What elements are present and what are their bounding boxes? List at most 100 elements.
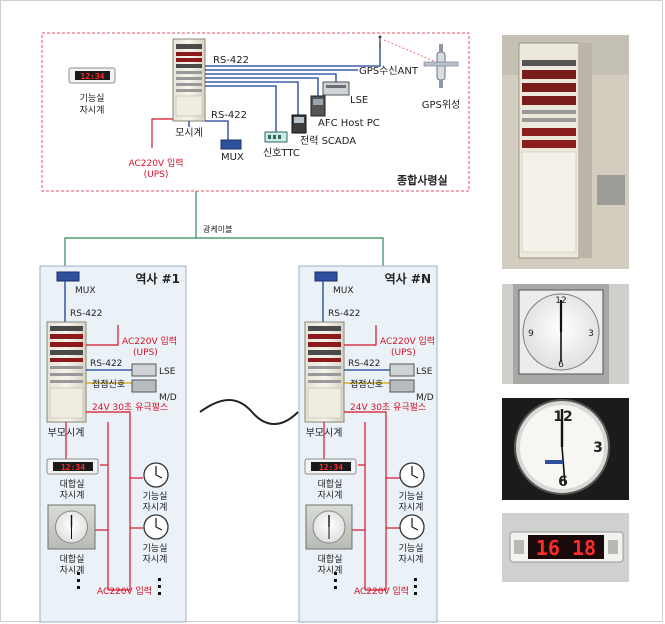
station-n-md-label: M/D xyxy=(416,393,434,403)
station-n-mc2-2: 자시계 xyxy=(399,553,424,565)
station-n-display: 12:34 xyxy=(319,463,343,472)
station-n-ups-2: (UPS) xyxy=(391,348,416,358)
gps-satellite-icon xyxy=(423,44,459,88)
control-rs422-lines xyxy=(188,42,381,140)
ttc-device xyxy=(264,131,288,143)
optical-cable-label: 광케이블 xyxy=(203,224,232,234)
afc-label: AFC Host PC xyxy=(318,118,380,129)
station-1-hall-analog-clock xyxy=(47,504,96,550)
station-1-pulse: 24V 30초 유극펄스 xyxy=(92,401,168,413)
lse-label: LSE xyxy=(350,95,368,106)
station-1-hd-2: 자시계 xyxy=(60,489,85,501)
lse-device xyxy=(322,81,350,96)
station-n-more-dots xyxy=(334,572,417,595)
station-1-ac-bottom: AC220V 입력 xyxy=(97,585,152,597)
control-digital-clock-time: 12:34 xyxy=(80,72,104,81)
control-mux-device xyxy=(220,139,242,150)
photo-clock-1-n6: 6 xyxy=(558,360,564,370)
control-clock-label-2: 자시계 xyxy=(80,104,105,116)
scada-label: 전력 SCADA xyxy=(300,135,356,147)
photo-clock-2-n6: 6 xyxy=(558,474,568,490)
station-n-hall-digital-clock: 12:34 xyxy=(304,458,357,475)
photo-clock-1-n12: 12 xyxy=(555,296,566,306)
station-n-mc1-2: 자시계 xyxy=(399,501,424,513)
photo-digital-clock-time: 16 18 xyxy=(536,536,596,560)
photo-clock-2-n12: 12 xyxy=(553,409,572,425)
photo-clock-2-n3: 3 xyxy=(593,440,603,456)
station-n-machine-clock-1 xyxy=(399,462,425,488)
control-room-border xyxy=(41,32,470,192)
station-n-ac-bottom: AC220V 입력 xyxy=(354,585,409,597)
station-n-ups-1: AC220V 입력 xyxy=(380,335,435,347)
station-1-pulse-line xyxy=(86,411,131,590)
station-1-mux-label: MUX xyxy=(75,286,96,296)
station-1-rs422-b: RS-422 xyxy=(90,359,122,369)
station-n-cabinet xyxy=(304,321,345,423)
station-1-machine-clock-1 xyxy=(143,462,169,488)
gps-satellite-label: GPS위성 xyxy=(422,98,461,111)
station-n: 역사 #N MUX RS-422 부모시계 AC220V 입력 (UPS) RS… xyxy=(298,265,438,623)
station-n-md-device xyxy=(389,379,415,393)
station-n-pulse-line xyxy=(344,411,387,590)
station-1-md-device xyxy=(131,379,157,393)
station-1-hd-1: 대합실 xyxy=(60,479,85,490)
station-n-rs422-a: RS-422 xyxy=(328,309,360,319)
station-n-ha-1: 대합실 xyxy=(318,554,343,565)
station-n-pulse: 24V 30초 유극펄스 xyxy=(350,401,426,413)
photo-clock-1-n9: 9 xyxy=(528,329,534,339)
station-n-ups-line xyxy=(344,325,377,346)
control-digital-clock: 12:34 xyxy=(68,67,116,84)
ellipsis-wave xyxy=(199,399,299,425)
station-n-title: 역사 #N xyxy=(385,271,431,286)
station-n-ha-2: 자시계 xyxy=(318,564,343,576)
station-n-rs422-b: RS-422 xyxy=(348,359,380,369)
station-1-mc1-1: 기능실 xyxy=(143,491,168,502)
station-1-display: 12:34 xyxy=(61,463,85,472)
station-n-hd-2: 자시계 xyxy=(318,489,343,501)
gps-antenna xyxy=(378,35,382,48)
station-1-cabinet xyxy=(46,321,87,423)
scada-pc-icon xyxy=(291,114,307,134)
station-1-ups-1: AC220V 입력 xyxy=(122,335,177,347)
station-n-mc2-1: 기능실 xyxy=(399,543,424,554)
station-1-machine-clock-2 xyxy=(143,514,169,540)
afc-pc-icon xyxy=(310,95,326,117)
station-n-mux-label: MUX xyxy=(333,286,354,296)
station-1-title: 역사 #1 xyxy=(135,271,180,286)
photo-wall-clock-1 xyxy=(502,284,629,384)
control-room-title: 종합사령실 xyxy=(397,173,448,187)
station-1: 역사 #1 MUX RS-422 부모시계 AC220V 입력 (UPS) RS… xyxy=(39,265,187,623)
station-n-mc1-1: 기능실 xyxy=(399,491,424,502)
station-1-ha-2: 자시계 xyxy=(60,564,85,576)
station-1-rs422-a: RS-422 xyxy=(70,309,102,319)
rs422-top-label: RS-422 xyxy=(213,55,249,66)
control-ac-label-2: (UPS) xyxy=(144,170,169,180)
station-1-ups-2: (UPS) xyxy=(133,348,158,358)
optical-cable xyxy=(64,191,384,266)
photo-clock-1-n3: 3 xyxy=(588,329,594,339)
station-n-mux-device xyxy=(314,271,338,282)
control-ac-label-1: AC220V 입력 xyxy=(128,157,183,169)
station-n-hall-analog-clock xyxy=(305,504,353,550)
master-clock-cabinet xyxy=(172,38,206,122)
photo-digital-clock xyxy=(502,513,629,582)
station-n-lse-label: LSE xyxy=(416,367,433,377)
station-1-mc1-2: 자시계 xyxy=(143,501,168,513)
station-1-mc2-2: 자시계 xyxy=(143,553,168,565)
ttc-label: 신호TTC xyxy=(263,147,300,159)
station-n-hd-1: 대합실 xyxy=(318,479,343,490)
station-n-contact: 접점신호 xyxy=(350,378,383,390)
station-1-more-dots xyxy=(77,572,161,595)
station-1-hall-digital-clock: 12:34 xyxy=(46,458,99,475)
station-1-contact: 접점신호 xyxy=(92,378,125,390)
station-1-md-label: M/D xyxy=(159,393,177,403)
control-clock-label-1: 기능실 xyxy=(80,93,105,104)
control-ac-line xyxy=(151,118,173,148)
station-1-mux-device xyxy=(56,271,80,282)
gps-ant-label: GPS수신ANT xyxy=(359,65,419,77)
photo-cabinet xyxy=(502,35,629,269)
master-clock-label: 모시계 xyxy=(175,127,203,139)
station-1-mc2-1: 기능실 xyxy=(143,543,168,554)
station-1-lse-label: LSE xyxy=(159,367,176,377)
